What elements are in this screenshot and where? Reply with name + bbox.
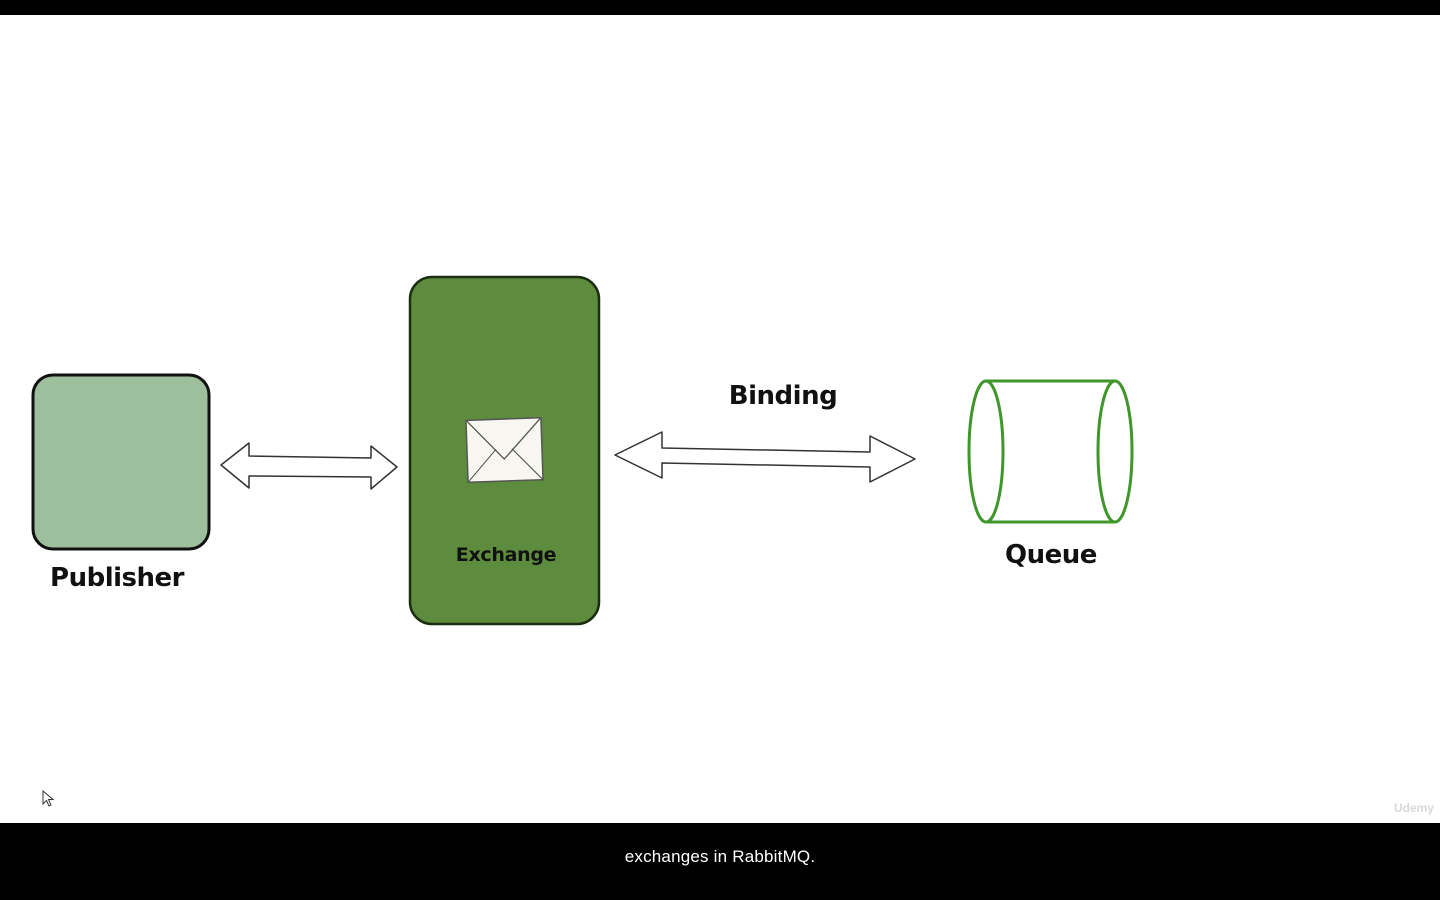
udemy-watermark: Udemy (1393, 801, 1434, 815)
publisher-label: Publisher (50, 563, 184, 593)
binding-label: Binding (728, 381, 838, 411)
exchange-label: Exchange (455, 544, 557, 566)
envelope-icon (465, 416, 544, 484)
diagram-svg (31, 275, 1134, 626)
slide-canvas: Publisher Exchange Binding Queue Udemy (0, 15, 1440, 823)
publisher-exchange-arrow (220, 442, 398, 490)
caption-bar: exchanges in RabbitMQ. (0, 823, 1440, 900)
mouse-cursor-icon (42, 790, 55, 807)
top-letterbox (0, 0, 1440, 15)
caption-text: exchanges in RabbitMQ. (624, 846, 816, 866)
queue-cylinder (967, 379, 1134, 524)
binding-arrow (614, 431, 916, 483)
queue-label: Queue (1005, 540, 1097, 570)
publisher-box (31, 373, 211, 551)
